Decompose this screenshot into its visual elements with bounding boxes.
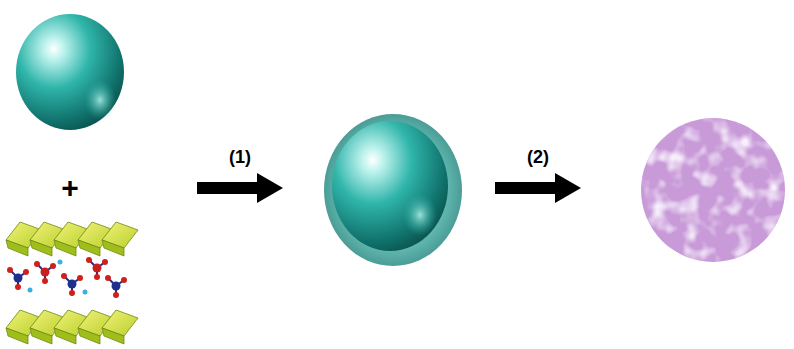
porous-sphere — [641, 118, 785, 262]
atom — [34, 261, 40, 267]
atom — [94, 274, 100, 280]
octahedron — [78, 328, 100, 344]
atom — [7, 267, 13, 273]
atom — [105, 275, 111, 281]
core-sphere — [16, 14, 124, 130]
highlight — [403, 194, 437, 236]
atom — [23, 269, 29, 275]
atom — [28, 288, 33, 293]
octahedron — [102, 328, 124, 344]
octahedron — [54, 240, 76, 256]
octahedron — [78, 240, 100, 256]
atom — [112, 282, 121, 291]
atom — [69, 290, 75, 296]
highlight — [84, 80, 116, 120]
atom — [102, 259, 108, 265]
atom — [77, 275, 83, 281]
plus-sign: + — [61, 173, 79, 203]
atom — [58, 260, 63, 265]
octahedron — [6, 328, 28, 344]
core-sphere — [332, 121, 448, 251]
arrow — [197, 173, 283, 203]
layered-structure — [6, 222, 138, 344]
arrow — [495, 173, 581, 203]
atom — [50, 263, 56, 269]
atom — [42, 278, 48, 284]
atom — [113, 292, 119, 298]
step-number: (2) — [527, 148, 549, 166]
atom — [61, 273, 67, 279]
atom — [14, 274, 23, 283]
atom — [93, 264, 102, 273]
step-number: (1) — [229, 148, 251, 166]
octahedron — [102, 240, 124, 256]
octahedron — [30, 240, 52, 256]
octahedron — [54, 328, 76, 344]
atom — [86, 257, 92, 263]
atom — [121, 277, 127, 283]
octahedron — [30, 328, 52, 344]
atom — [41, 268, 50, 277]
atom — [68, 280, 77, 289]
octahedron — [6, 240, 28, 256]
shell — [324, 114, 462, 266]
atom — [15, 284, 21, 290]
atom — [83, 290, 88, 295]
